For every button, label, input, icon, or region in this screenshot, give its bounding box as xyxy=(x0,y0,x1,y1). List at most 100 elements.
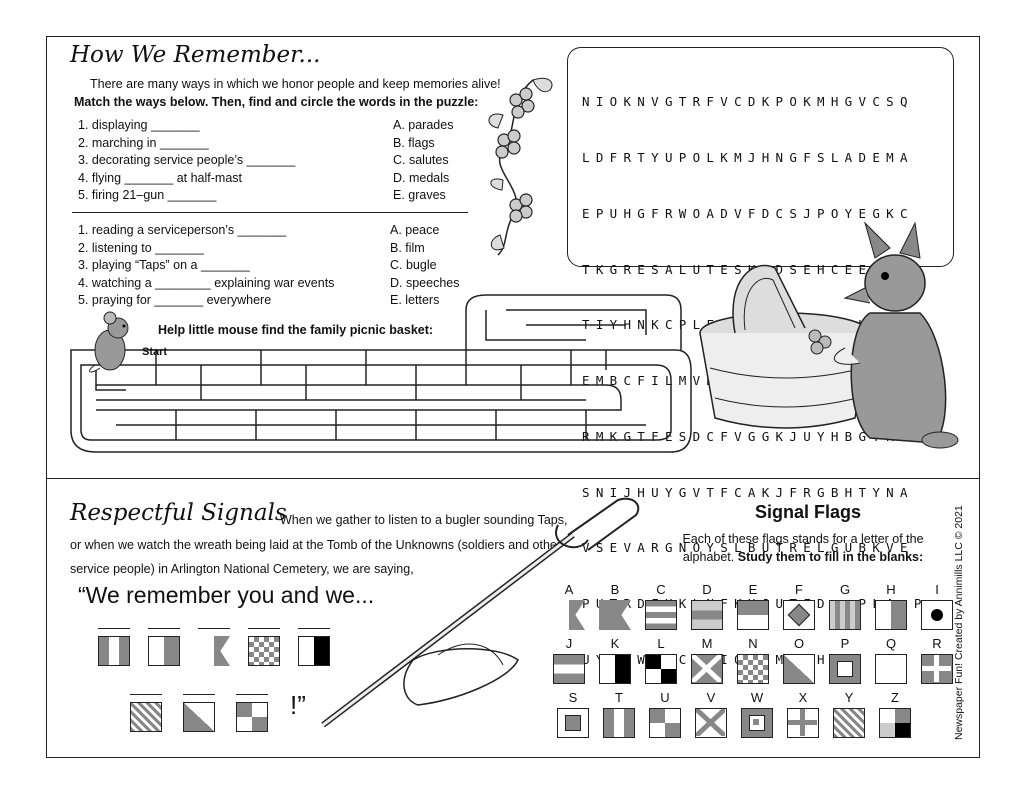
answer-flag xyxy=(98,636,130,666)
flag-letter-label: I xyxy=(935,582,939,597)
flag-letter-label: T xyxy=(615,690,623,705)
page-frame xyxy=(46,36,980,758)
answer-blank[interactable] xyxy=(236,694,268,695)
set1-item: 3. decorating service people’s _______ xyxy=(78,153,296,167)
flag-letter-label: R xyxy=(932,636,942,651)
set2-item: 5. praying for _______ everywhere xyxy=(78,293,272,307)
answer-flag xyxy=(298,636,330,666)
signal-flag-n xyxy=(737,654,769,684)
set2-item: 1. reading a serviceperson’s _______ xyxy=(78,223,287,237)
set2-answer: C. bugle xyxy=(390,258,437,272)
respectful-signals-title: Respectful Signals xyxy=(70,500,287,526)
set1-answer: B. flags xyxy=(393,135,435,150)
set1-answer: E. graves xyxy=(393,188,446,202)
word-search-row: EPUHGFRWOADVFDCSJPOYEGKC xyxy=(582,205,914,221)
signal-flag-f xyxy=(783,600,815,630)
maze-label: Help little mouse find the family picnic… xyxy=(158,323,434,337)
answer-blank[interactable] xyxy=(98,628,130,629)
signal-flag-p xyxy=(829,654,861,684)
flag-letter-label: N xyxy=(748,636,758,651)
flag-letter-label: C xyxy=(656,582,666,597)
flag-letter-label: P xyxy=(840,636,850,651)
word-search-row: NIOKNVGTRFVCDKPOKMHGVCSQ xyxy=(582,94,914,110)
set2-item: 4. watching a ________ explaining war ev… xyxy=(78,275,335,290)
signal-flag-u xyxy=(649,708,681,738)
set1-answers: A. parades B. flags C. salutes D. medals… xyxy=(393,117,453,205)
signal-flag-t xyxy=(603,708,635,738)
flag-cross xyxy=(692,655,721,682)
set2-answers: A. peace B. film C. bugle D. speeches E.… xyxy=(390,222,459,310)
maze-start-label: Start xyxy=(142,346,168,358)
answer-blank[interactable] xyxy=(248,628,280,629)
flower-vine-illustration xyxy=(488,77,553,256)
word-search-row: RMKGTFESDCFVGGKJUYHBGTRC xyxy=(582,428,914,444)
flag-fill xyxy=(553,600,585,630)
answer-blank[interactable] xyxy=(130,694,162,695)
set2-answer: D. speeches xyxy=(390,275,460,290)
answer-flag xyxy=(236,702,268,732)
signal-flag-l xyxy=(645,654,677,684)
flag-cross xyxy=(922,655,951,682)
flag-letter-label: S xyxy=(568,690,578,705)
signal-flag-e xyxy=(737,600,769,630)
answer-blank[interactable] xyxy=(148,628,180,629)
flag-letter-label: Q xyxy=(885,636,897,651)
set1-answer: C. salutes xyxy=(393,153,449,167)
signal-flag-r xyxy=(921,654,953,684)
respectful-signals-paragraph: When we gather to listen to a bugler sou… xyxy=(70,513,568,576)
set1-items: 1. displaying _______ 2. marching in ___… xyxy=(78,117,295,205)
flag-inner-square xyxy=(749,715,765,731)
flag-letter-label: L xyxy=(657,636,665,651)
flag-letter-label: K xyxy=(610,636,620,651)
signal-flag-m xyxy=(691,654,723,684)
signal-flag-d xyxy=(691,600,723,630)
answer-blank[interactable] xyxy=(298,628,330,629)
answer-flag xyxy=(248,636,280,666)
remember-quote: “We remember you and we... xyxy=(78,582,375,608)
flag-fill xyxy=(599,600,631,630)
flag-letter-label: D xyxy=(702,582,712,597)
flag-diamond xyxy=(787,603,811,627)
signal-flag-x xyxy=(787,708,819,738)
flag-inner-square xyxy=(565,715,581,731)
mouse-illustration xyxy=(89,311,129,373)
set1-item: 1. displaying _______ xyxy=(78,118,200,132)
signal-flag-y xyxy=(833,708,865,738)
set2-answer: B. film xyxy=(390,240,425,255)
signal-flag-a xyxy=(553,600,585,630)
answer-blank[interactable] xyxy=(183,694,215,695)
signal-flags-description: Each of these flags stands for a letter … xyxy=(668,530,938,566)
set2-items: 1. reading a serviceperson’s _______ 2. … xyxy=(78,222,334,310)
signal-flag-q xyxy=(875,654,907,684)
flag-inner-square xyxy=(753,719,759,725)
signal-flag-h xyxy=(875,600,907,630)
signal-flag-c xyxy=(645,600,677,630)
set1-answer: A. parades xyxy=(393,118,454,132)
flag-letter-label: O xyxy=(793,636,805,651)
answer-flag xyxy=(130,702,162,732)
signal-flag-j xyxy=(553,654,585,684)
word-search-row: VSEVARGNOYSLBUTRELGUBKVE xyxy=(582,540,914,556)
set2-answer: E. letters xyxy=(390,293,440,307)
flag-cross xyxy=(788,709,817,736)
signal-flags-desc-plain: Each of these flags stands for a letter … xyxy=(682,532,924,564)
answer-blank[interactable] xyxy=(198,628,230,629)
signal-flag-o xyxy=(783,654,815,684)
word-search-row: SNIJHUYGVTFCAKJFRGBHTYNA xyxy=(582,484,914,500)
sword-and-handshake-illustration xyxy=(321,497,640,728)
flag-letter-label: H xyxy=(886,582,896,597)
flag-letter-label: Y xyxy=(844,690,854,705)
answer-flag xyxy=(148,636,180,666)
set1-item: 4. flying _______ at half-mast xyxy=(78,170,242,185)
dog-with-picnic-basket-illustration xyxy=(699,221,959,449)
set2-item: 2. listening to _______ xyxy=(78,240,204,255)
flag-letter-label: G xyxy=(839,582,851,597)
flag-letter-label: V xyxy=(706,690,716,705)
answer-flag xyxy=(183,702,215,732)
flag-cross xyxy=(696,709,725,736)
set1-item: 5. firing 21–gun _______ xyxy=(78,188,217,202)
signal-flags-desc-bold: Study them to fill in the blanks: xyxy=(737,550,924,564)
flag-letter-label: Z xyxy=(891,690,899,705)
signal-flag-z xyxy=(879,708,911,738)
intro-text: There are many ways in which we honor pe… xyxy=(90,77,501,91)
